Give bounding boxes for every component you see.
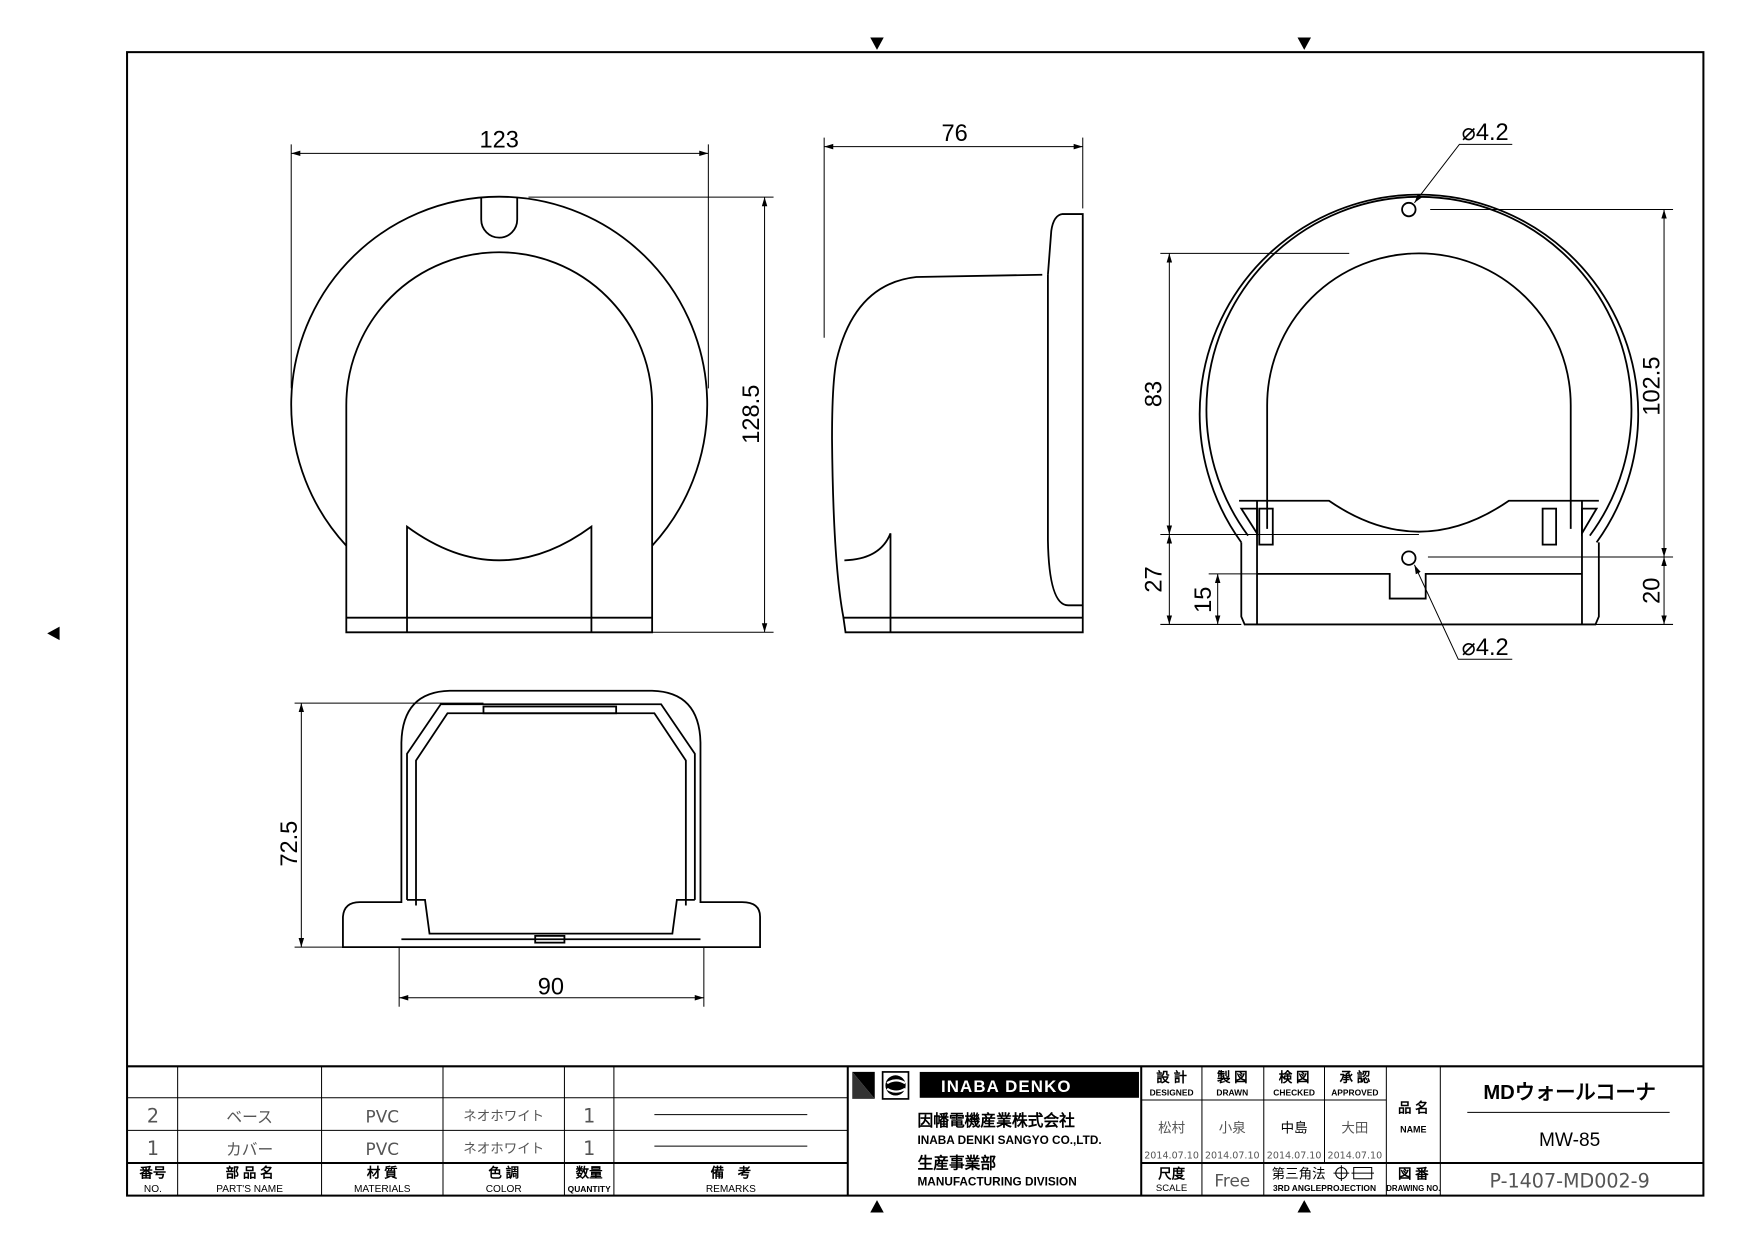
- center-mark-bottom-right: [1297, 1200, 1312, 1213]
- dim-lower-height: 27: [1141, 566, 1167, 592]
- dim-front-height: 128.5: [739, 385, 765, 444]
- company-name-en: INABA DENKI SANGYO CO.,LTD.: [917, 1133, 1101, 1147]
- svg-text:ネオホワイト: ネオホワイト: [463, 1141, 544, 1157]
- dim-hole-spacing: 102.5: [1640, 357, 1666, 416]
- svg-text:INABA DENKO: INABA DENKO: [941, 1077, 1072, 1096]
- drawn-label-en: DRAWN: [1216, 1088, 1248, 1098]
- center-mark-bottom-left: [870, 1200, 884, 1213]
- third-angle-projection-icon: [1333, 1165, 1374, 1181]
- approver-name: 大田: [1341, 1121, 1368, 1137]
- center-mark-left: [47, 626, 60, 641]
- center-mark-top-right: [1297, 37, 1312, 50]
- plan-view: 72.5 90: [277, 689, 761, 1007]
- company-name-jp: 因幡電機産業株式会社: [917, 1111, 1075, 1130]
- drawing-frame: [126, 51, 1705, 1197]
- svg-text:部 品 名: 部 品 名: [226, 1165, 274, 1181]
- dim-upper-height: 83: [1141, 381, 1167, 407]
- company-logo: INABA DENKO: [852, 1071, 1139, 1100]
- mounting-hole-bottom: [1401, 550, 1417, 566]
- svg-text:1: 1: [147, 1137, 159, 1160]
- name-label-en: NAME: [1400, 1125, 1426, 1135]
- svg-text:PVC: PVC: [366, 1107, 399, 1127]
- svg-text:QUANTITY: QUANTITY: [568, 1184, 611, 1194]
- dim-front-width: 123: [480, 128, 519, 154]
- approved-date: 2014.07.10: [1328, 1151, 1383, 1162]
- dim-slot-height: 15: [1191, 587, 1217, 613]
- parts-row-2: 2 ベース PVC ネオホワイト 1: [147, 1105, 595, 1128]
- drawing-no-label: 図 番: [1398, 1166, 1429, 1182]
- svg-text:材 質: 材 質: [367, 1165, 398, 1181]
- drawing-no-label-en: DRAWING NO.: [1386, 1184, 1440, 1193]
- svg-text:色 調: 色 調: [488, 1165, 519, 1181]
- product-code: MW-85: [1539, 1130, 1600, 1151]
- name-label: 品 名: [1398, 1099, 1429, 1115]
- svg-text:PVC: PVC: [366, 1139, 399, 1159]
- checked-date: 2014.07.10: [1267, 1151, 1322, 1162]
- svg-text:ネオホワイト: ネオホワイト: [463, 1108, 544, 1124]
- dim-side-depth: 76: [941, 121, 967, 147]
- svg-text:COLOR: COLOR: [486, 1184, 522, 1195]
- projection-label: 第三角法: [1272, 1166, 1326, 1182]
- svg-text:ベース: ベース: [226, 1108, 272, 1127]
- product-name: MDウォールコーナ: [1483, 1081, 1656, 1104]
- drawing-number: P-1407-MD002-9: [1489, 1170, 1649, 1193]
- division-en: MANUFACTURING DIVISION: [917, 1174, 1076, 1188]
- drawer-name: 小泉: [1219, 1120, 1246, 1137]
- svg-text:2: 2: [147, 1105, 159, 1128]
- designed-label: 設 計: [1156, 1069, 1187, 1085]
- dim-plan-width: 90: [538, 974, 564, 1000]
- svg-text:NO.: NO.: [144, 1184, 162, 1195]
- projection-label-en: 3RD ANGLEPROJECTION: [1273, 1183, 1376, 1193]
- svg-text:カバー: カバー: [226, 1140, 273, 1159]
- approved-label-en: APPROVED: [1331, 1088, 1378, 1098]
- center-mark-top-left: [870, 37, 884, 50]
- division-jp: 生産事業部: [917, 1154, 996, 1173]
- back-view: ⌀4.2 ⌀4.2 83 27 15 102.5 20: [1141, 120, 1674, 661]
- dim-plan-height: 72.5: [277, 821, 303, 867]
- title-block: 2 ベース PVC ネオホワイト 1 1 カバー PVC ネオホワイト 1 番号…: [127, 1065, 1704, 1196]
- dim-bottom-hole: 20: [1640, 578, 1666, 604]
- front-view: 123 128.5: [290, 128, 774, 634]
- svg-text:REMARKS: REMARKS: [706, 1184, 756, 1195]
- drawn-date: 2014.07.10: [1205, 1151, 1260, 1162]
- scale-label: 尺度: [1158, 1166, 1185, 1182]
- approved-label: 承 認: [1339, 1069, 1370, 1085]
- svg-text:数量: 数量: [576, 1165, 603, 1181]
- svg-text:番号: 番号: [138, 1165, 166, 1181]
- svg-text:1: 1: [583, 1105, 595, 1128]
- checked-label: 検 図: [1279, 1069, 1310, 1085]
- checked-label-en: CHECKED: [1273, 1088, 1315, 1098]
- side-view: 76: [823, 121, 1084, 634]
- parts-header: 番号 NO. 部 品 名 PART'S NAME 材 質 MATERIALS 色…: [138, 1165, 756, 1196]
- parts-row-1: 1 カバー PVC ネオホワイト 1: [147, 1137, 595, 1160]
- scale-label-en: SCALE: [1156, 1183, 1187, 1194]
- designer-name: 松村: [1158, 1121, 1185, 1137]
- scale-value: Free: [1214, 1171, 1250, 1191]
- designed-label-en: DESIGNED: [1150, 1088, 1194, 1098]
- dim-hole-top: ⌀4.2: [1462, 120, 1509, 146]
- svg-text:PART'S NAME: PART'S NAME: [216, 1184, 283, 1195]
- drawn-label: 製 図: [1216, 1069, 1248, 1085]
- dim-hole-bottom: ⌀4.2: [1462, 635, 1509, 661]
- svg-text:備 考: 備 考: [711, 1165, 751, 1181]
- mounting-hole-top: [1401, 201, 1417, 218]
- checker-name: 中島: [1281, 1121, 1308, 1136]
- svg-text:MATERIALS: MATERIALS: [354, 1184, 411, 1195]
- designed-date: 2014.07.10: [1144, 1151, 1199, 1162]
- svg-text:1: 1: [583, 1137, 595, 1160]
